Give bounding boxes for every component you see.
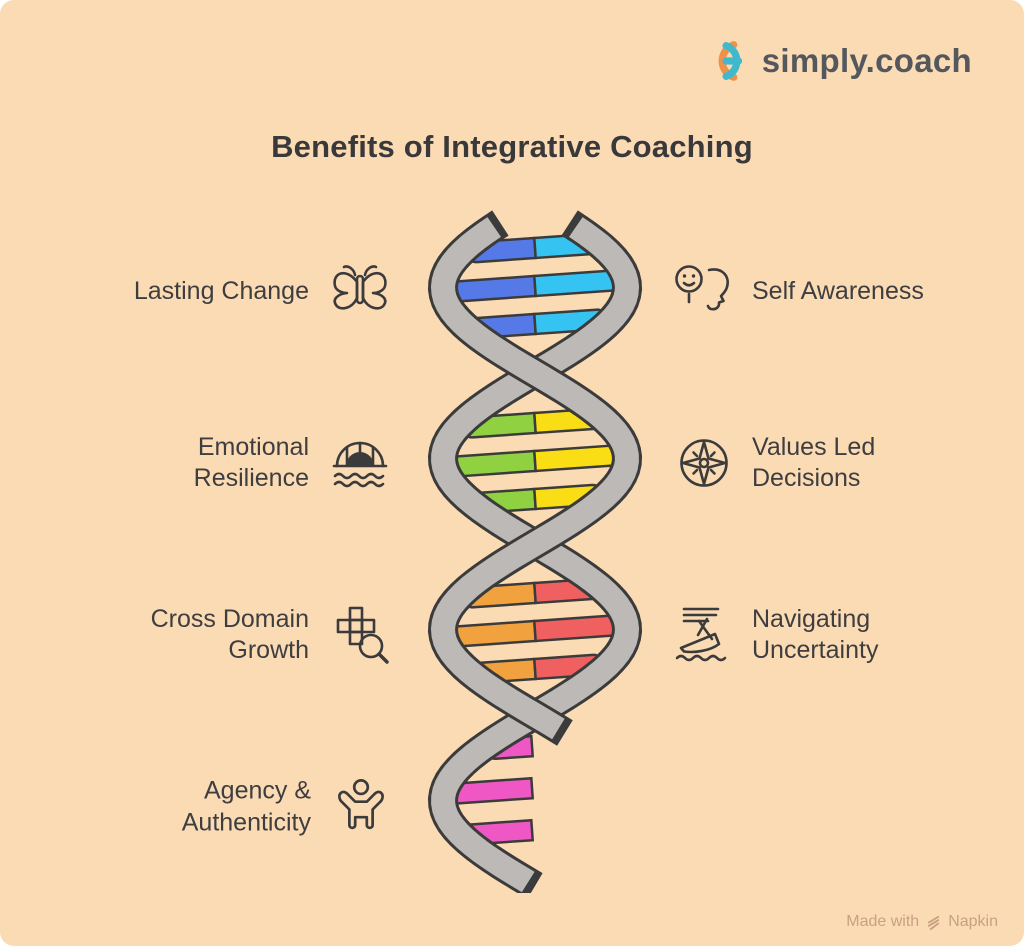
compass-icon (680, 439, 728, 487)
benefit-row-values-led-decisions: Values Led Decisions (672, 431, 957, 495)
benefit-label: Emotional Resilience (193, 432, 309, 493)
benefit-row-lasting-change: Lasting Change (134, 260, 392, 324)
benefit-label: Agency & Authenticity (181, 776, 311, 837)
butterfly-icon (333, 265, 387, 310)
dna-helix-illustration (427, 210, 643, 893)
napkin-icon (928, 915, 940, 930)
simply-coach-logo: simply.coach (705, 38, 972, 84)
made-with-text: Made with (846, 913, 920, 930)
simply-coach-logo-icon (718, 41, 742, 81)
crossword-magnifier-icon (336, 606, 389, 664)
face-profile-icon (675, 265, 729, 311)
benefit-row-cross-domain-growth: Cross Domain Growth (121, 603, 392, 667)
bridge-over-water-icon (332, 441, 388, 488)
sinking-boat-icon (675, 607, 727, 662)
benefit-label: Values Led Decisions (752, 432, 876, 493)
benefit-row-self-awareness: Self Awareness (672, 260, 924, 324)
benefit-label: Self Awareness (752, 277, 924, 306)
benefit-row-agency-authenticity: Agency & Authenticity (123, 776, 392, 839)
benefit-label: Cross Domain Growth (150, 604, 309, 665)
logo-text: simply.coach (761, 42, 972, 79)
person-celebrating-icon (338, 778, 384, 829)
made-with-napkin: Made with Napkin (846, 913, 998, 931)
benefit-label: Lasting Change (133, 277, 309, 306)
benefit-label: Navigating Uncertainty (752, 604, 879, 665)
benefit-row-emotional-resilience: Emotional Resilience (121, 431, 392, 495)
napkin-text: Napkin (948, 913, 998, 930)
page-title: Benefits of Integrative Coaching (271, 129, 753, 164)
benefit-row-navigating-uncertainty: Navigating Uncertainty (672, 603, 957, 667)
